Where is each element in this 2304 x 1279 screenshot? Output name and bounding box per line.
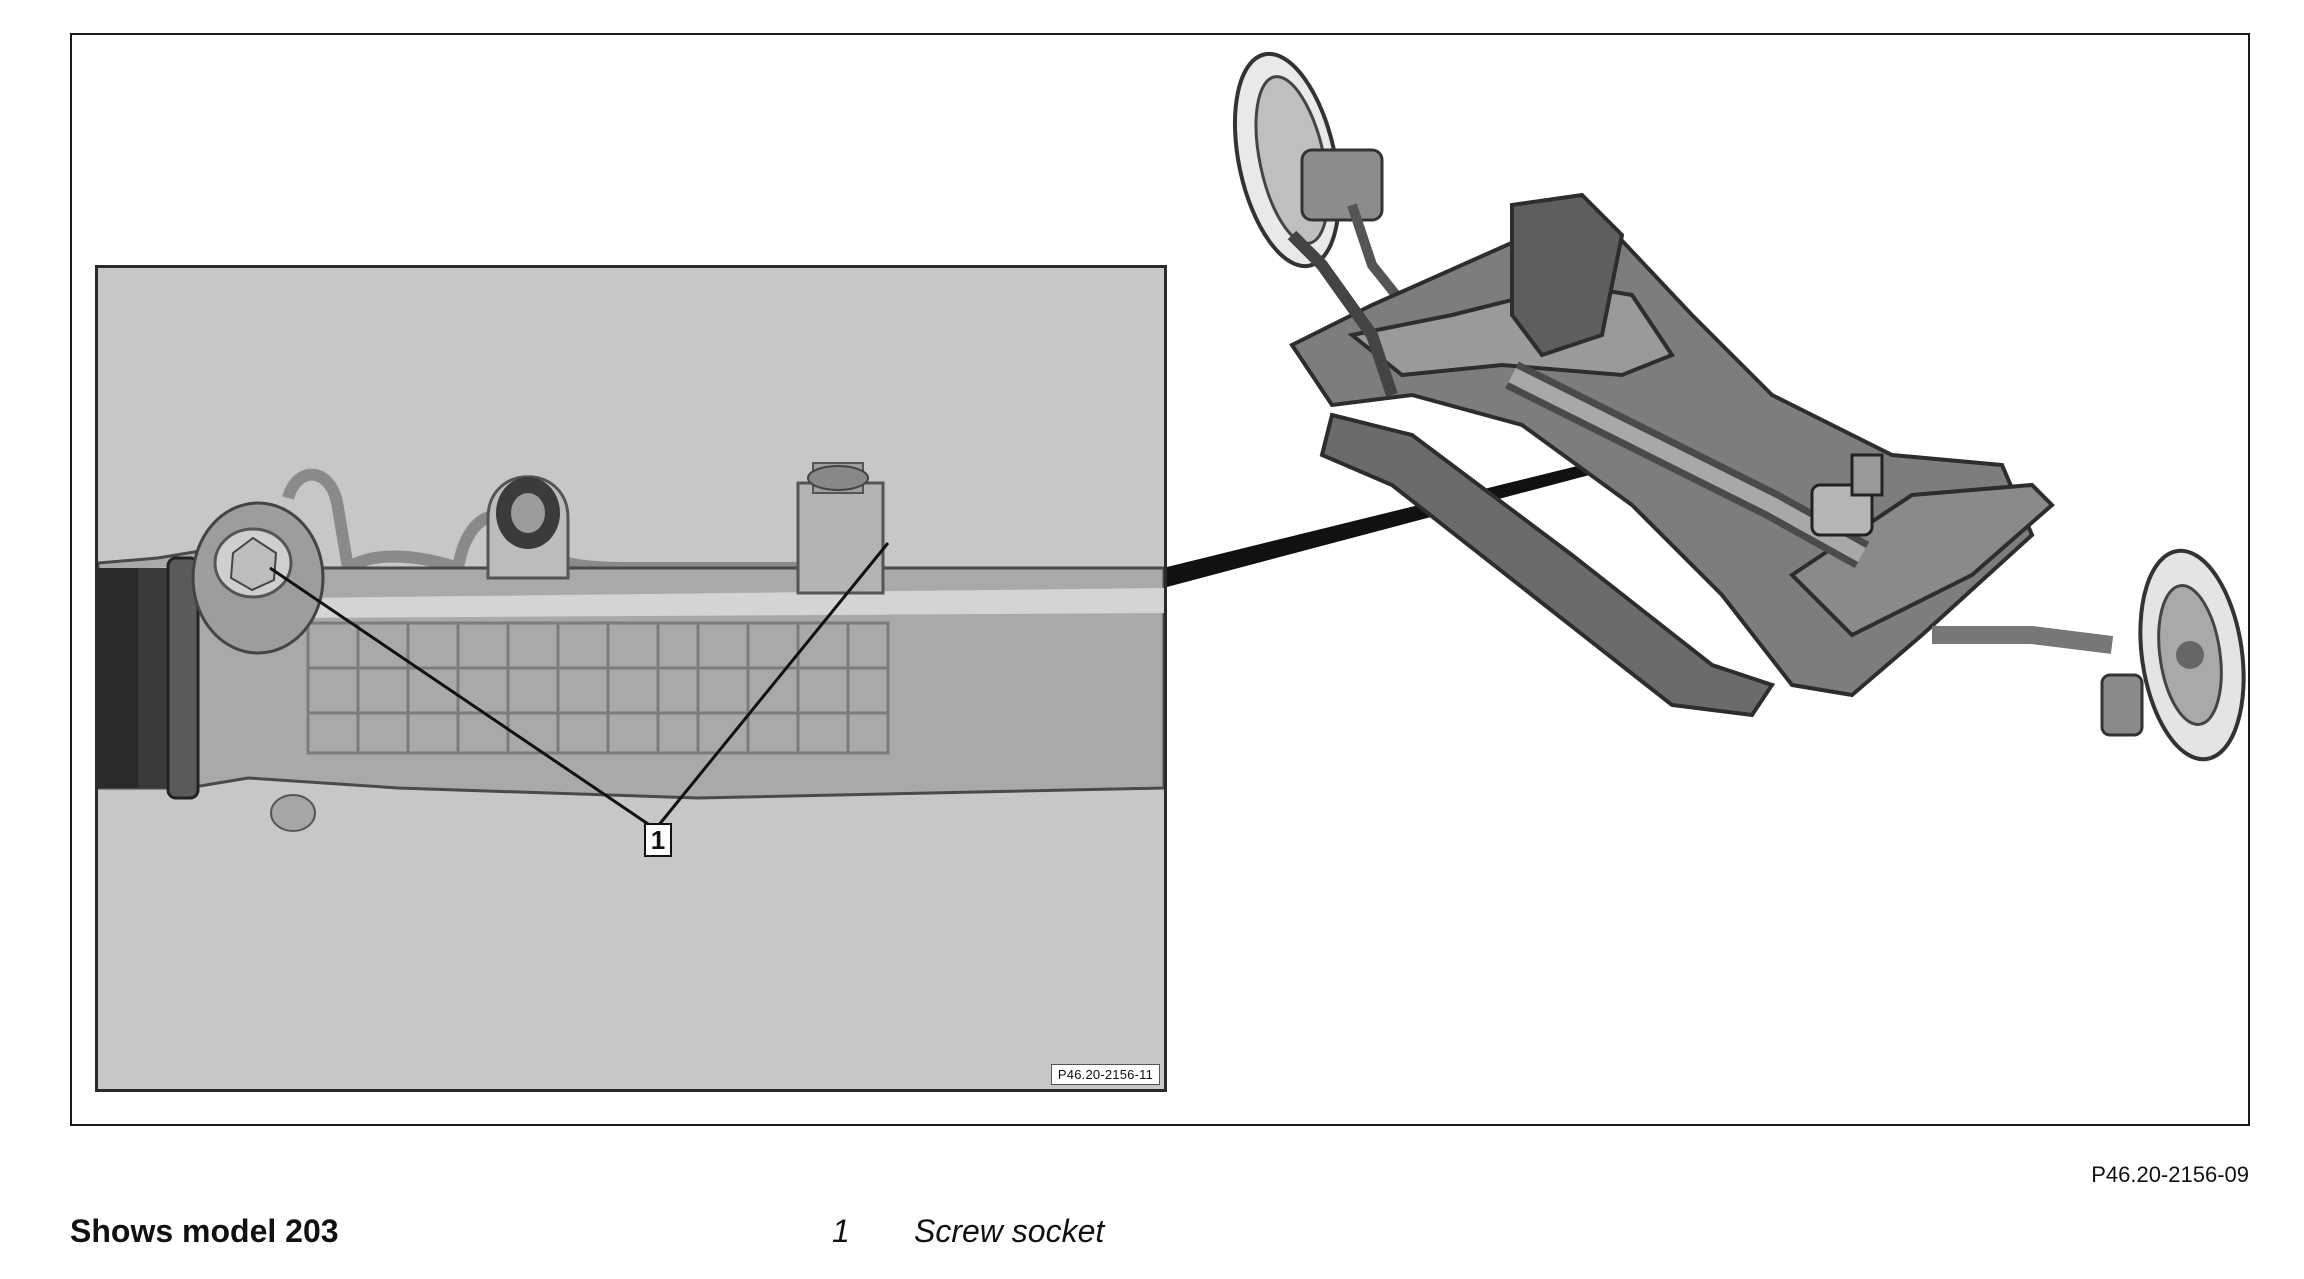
- inset-figure-code: P46.20-2156-11: [1050, 1064, 1160, 1085]
- steering-gear-small: [1505, 361, 1884, 569]
- figure-frame: 1 P46.20-2156-11: [70, 33, 2250, 1126]
- right-screw-socket: [796, 462, 885, 595]
- caption-title: Shows model 203: [70, 1213, 339, 1249]
- leader-lines: [269, 542, 890, 828]
- legend-item-text: Screw socket: [914, 1213, 1105, 1249]
- callout-label: 1: [644, 823, 672, 857]
- housing-ribs: [306, 621, 890, 755]
- pointer-wedge: [1167, 455, 1627, 587]
- rubber-mount: [486, 475, 570, 580]
- detail-inset: 1 P46.20-2156-11: [95, 265, 1167, 1092]
- figure-code: P46.20-2156-09: [2091, 1162, 2249, 1187]
- steering-gear-detail: [98, 462, 1164, 832]
- legend-item-number: 1: [832, 1213, 850, 1249]
- right-brake-disc: [1932, 548, 2246, 762]
- left-screw-socket: [191, 501, 325, 655]
- subframe-illustration: [1167, 51, 2246, 762]
- left-brake-disc: [1232, 51, 1416, 319]
